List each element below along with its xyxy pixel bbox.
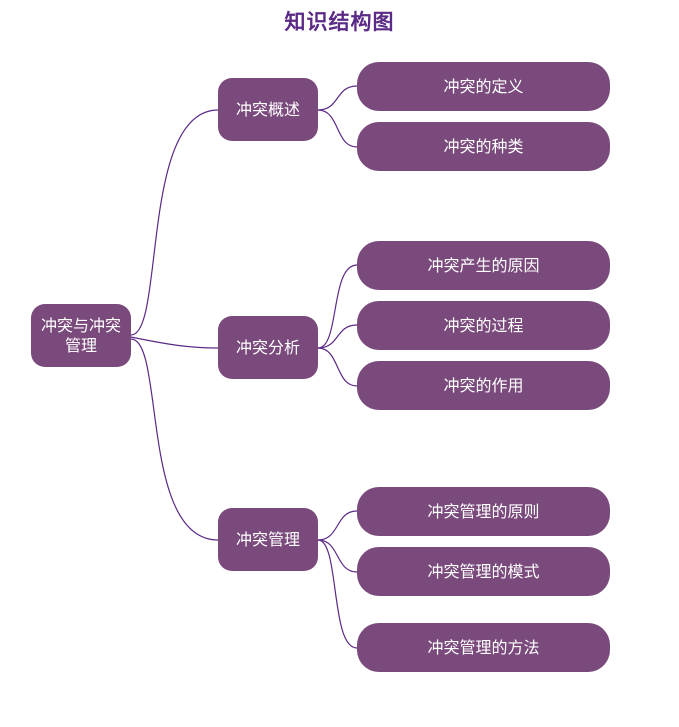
connector-root-branch-1 — [130, 109, 219, 336]
connector-branch-3-leaf-3 — [317, 539, 358, 649]
page-title: 知识结构图 — [284, 10, 395, 34]
root-node[interactable]: 冲突与冲突管理 — [31, 304, 131, 367]
connector-branch-2-leaf-1 — [317, 264, 358, 349]
leaf-node-principles[interactable]: 冲突管理的原则 — [357, 487, 610, 536]
leaf-node-types[interactable]: 冲突的种类 — [357, 122, 610, 171]
connector-root-branch-3 — [130, 338, 219, 541]
leaf-node-causes[interactable]: 冲突产生的原因 — [357, 241, 610, 290]
branch-node-overview[interactable]: 冲突概述 — [218, 78, 318, 141]
leaf-node-modes[interactable]: 冲突管理的模式 — [357, 547, 610, 596]
leaf-node-effects[interactable]: 冲突的作用 — [357, 361, 610, 410]
connector-branch-3-leaf-1 — [317, 510, 358, 541]
branch-node-analysis[interactable]: 冲突分析 — [218, 316, 318, 379]
connector-branch-1-leaf-2 — [317, 109, 358, 148]
leaf-node-process[interactable]: 冲突的过程 — [357, 301, 610, 350]
leaf-node-definition[interactable]: 冲突的定义 — [357, 62, 610, 111]
connector-root-branch-2 — [130, 336, 219, 349]
leaf-node-methods[interactable]: 冲突管理的方法 — [357, 623, 610, 672]
connector-branch-2-leaf-2 — [317, 324, 358, 349]
connector-branch-2-leaf-3 — [317, 347, 358, 387]
connector-branch-1-leaf-1 — [317, 85, 358, 111]
branch-node-management[interactable]: 冲突管理 — [218, 508, 318, 571]
connector-branch-3-leaf-2 — [317, 539, 358, 573]
